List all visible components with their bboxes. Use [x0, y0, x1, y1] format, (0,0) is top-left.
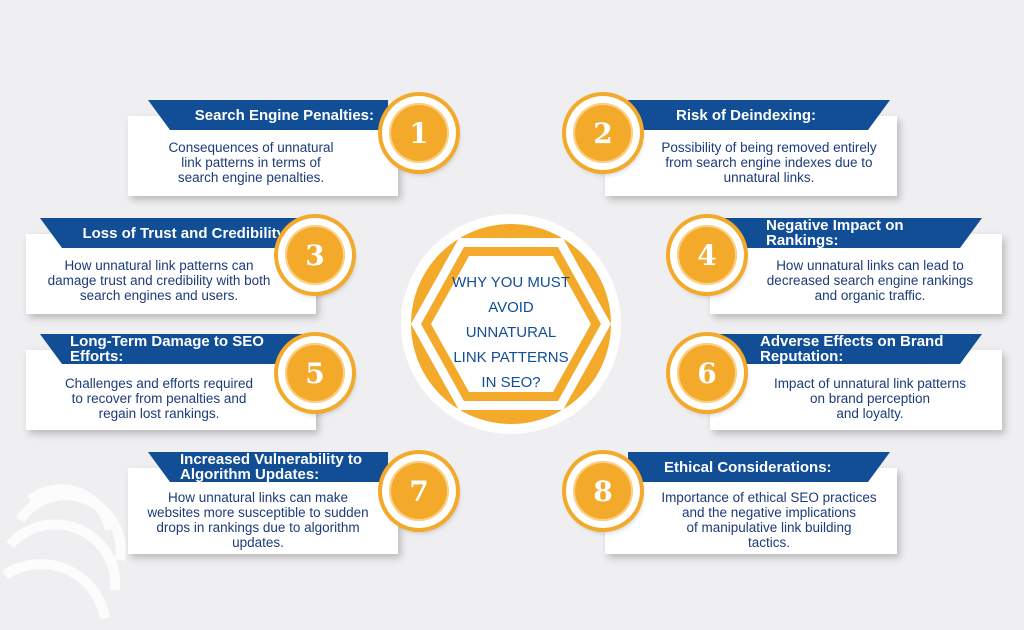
card-3-title: Loss of Trust and Credibility:: [82, 224, 290, 242]
number-badge-7: 7: [382, 454, 456, 528]
card-7-description: How unnatural links can make websites mo…: [147, 490, 369, 550]
center-hexagon-inner: [431, 256, 591, 392]
card-3-description: How unnatural link patterns can damage t…: [47, 257, 271, 303]
card-6-title: Adverse Effects on Brand Reputation:: [760, 333, 944, 365]
number-badge-1: 1: [382, 96, 456, 170]
card-8-title: Ethical Considerations:: [664, 458, 832, 476]
card-1-description: Consequences of unnatural link patterns …: [168, 139, 334, 185]
number-2: 2: [573, 103, 633, 163]
card-3-title-banner: Loss of Trust and Credibility:: [40, 218, 304, 248]
card-7-title: Increased Vulnerability to Algorithm Upd…: [180, 451, 362, 483]
number-1: 1: [389, 103, 449, 163]
card-4-title-banner: Negative Impact on Rankings:: [720, 218, 982, 248]
card-2-title-banner: Risk of Deindexing:: [628, 100, 890, 130]
center-hexagon-emblem: [401, 214, 621, 434]
number-badge-5: 5: [278, 336, 352, 410]
number-5: 5: [285, 343, 345, 403]
card-5-title-banner: Long-Term Damage to SEO Efforts:: [40, 334, 304, 364]
card-5-description: Challenges and efforts required to recov…: [64, 375, 254, 421]
card-4-title: Negative Impact on Rankings:: [766, 217, 904, 249]
number-7: 7: [389, 461, 449, 521]
card-4-description: How unnatural links can lead to decrease…: [766, 257, 974, 303]
card-6-title-banner: Adverse Effects on Brand Reputation:: [720, 334, 982, 364]
card-8-description: Importance of ethical SEO practices and …: [661, 490, 877, 550]
number-4: 4: [677, 225, 737, 285]
card-8-box: [605, 468, 897, 554]
number-badge-6: 6: [670, 336, 744, 410]
card-2-title: Risk of Deindexing:: [676, 106, 817, 124]
number-badge-4: 4: [670, 218, 744, 292]
card-5-title: Long-Term Damage to SEO Efforts:: [70, 333, 264, 365]
card-6-description: Impact of unnatural link patterns on bra…: [773, 375, 967, 421]
card-7-title-banner: Increased Vulnerability to Algorithm Upd…: [148, 452, 388, 482]
card-1-title: Search Engine Penalties:: [194, 106, 374, 124]
card-7-box: [128, 468, 398, 554]
number-badge-3: 3: [278, 218, 352, 292]
card-2-description: Possibility of being removed entirely fr…: [661, 139, 877, 185]
number-8: 8: [573, 461, 633, 521]
number-badge-2: 2: [566, 96, 640, 170]
number-3: 3: [285, 225, 345, 285]
number-6: 6: [677, 343, 737, 403]
number-badge-8: 8: [566, 454, 640, 528]
card-1-title-banner: Search Engine Penalties:: [148, 100, 388, 130]
center-title: WHY YOU MUST AVOID UNNATURAL LINK PATTER…: [452, 274, 570, 391]
card-8-title-banner: Ethical Considerations:: [628, 452, 890, 482]
